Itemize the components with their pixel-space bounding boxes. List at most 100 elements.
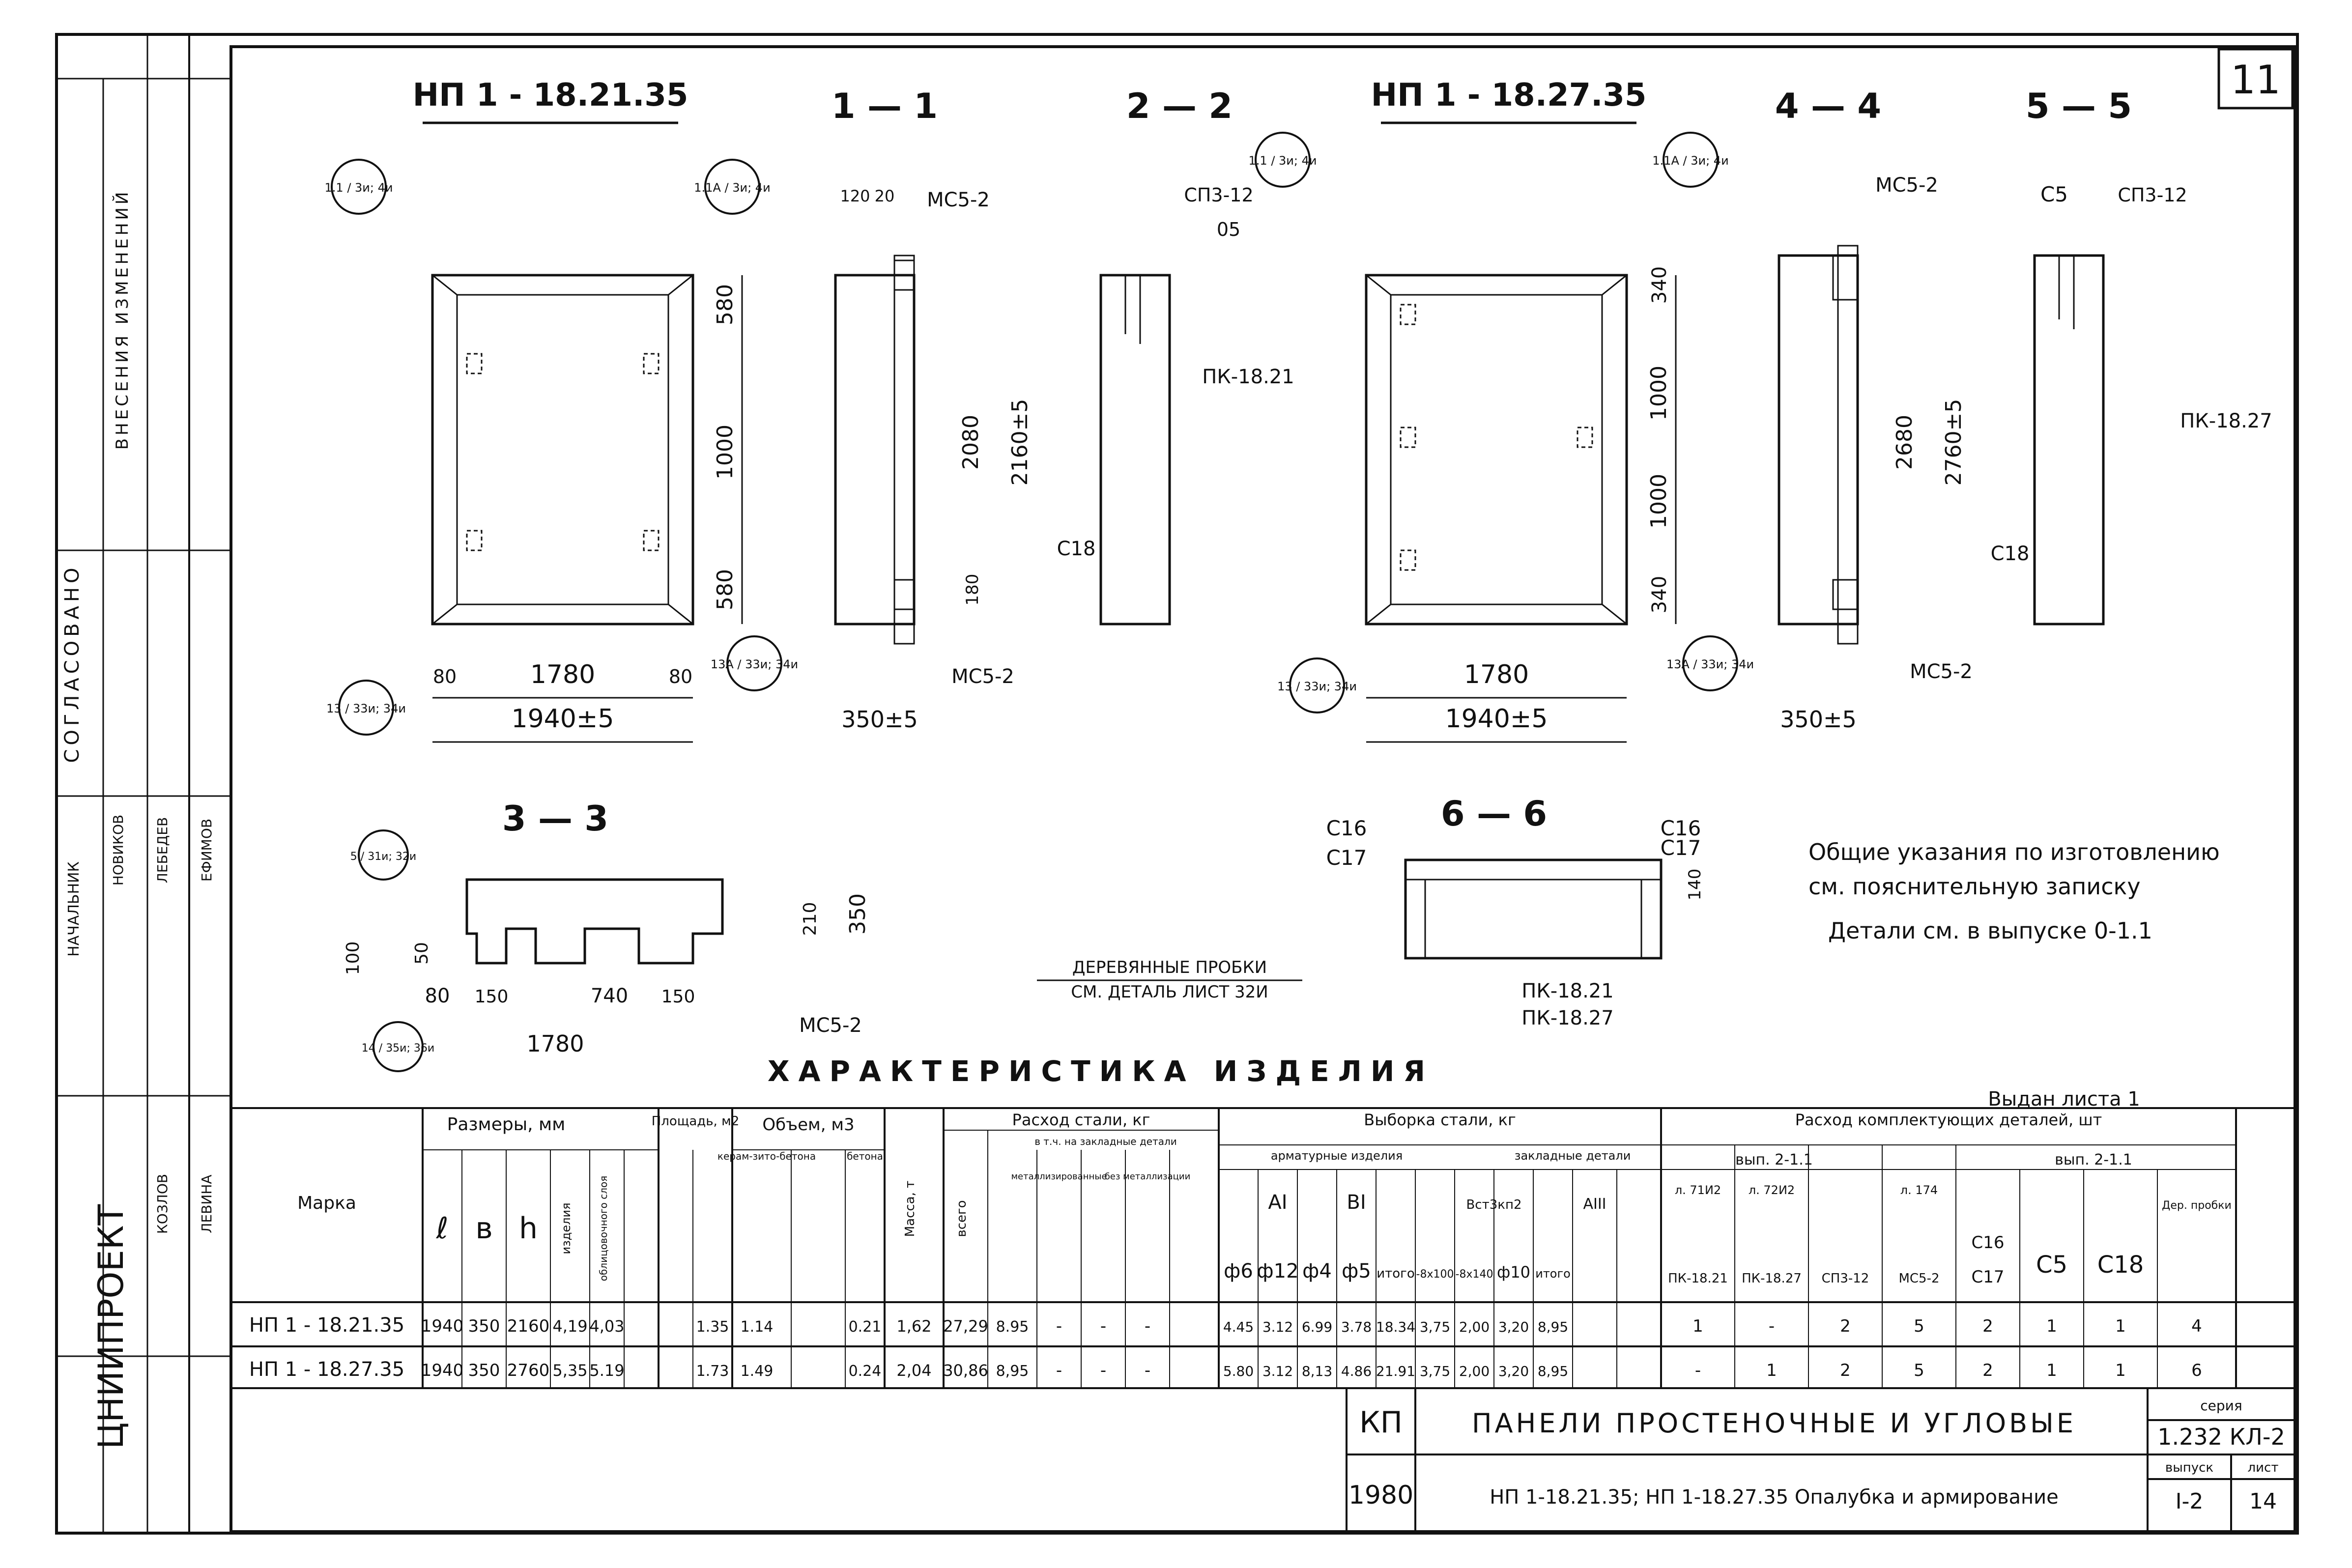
- svg-text:2,00: 2,00: [1459, 1319, 1490, 1335]
- label-pk-18-27: ПК-18.27: [2180, 410, 2272, 432]
- table-row: НП 1 - 18.21.35 1940 350 2160 4,19 4,03 …: [249, 1314, 2202, 1337]
- dim-340-b: 340: [1648, 576, 1671, 613]
- svg-text:3,20: 3,20: [1498, 1319, 1529, 1335]
- stamp-issue-label: выпуск: [2165, 1460, 2213, 1475]
- th-marka: Марка: [297, 1193, 356, 1213]
- svg-text:НП 1 - 18.27.35: НП 1 - 18.27.35: [249, 1358, 404, 1381]
- svg-text:4,19: 4,19: [552, 1317, 587, 1336]
- dim-2760: 2760±5: [1941, 399, 1966, 486]
- dim-210: 210: [800, 902, 820, 936]
- svg-text:1.73: 1.73: [696, 1363, 729, 1380]
- svg-text:5.80: 5.80: [1223, 1363, 1254, 1379]
- dim-150-a: 150: [475, 987, 509, 1007]
- svg-text:1.1А / 3и; 4и: 1.1А / 3и; 4и: [694, 181, 770, 195]
- svg-text:2160: 2160: [507, 1316, 550, 1336]
- dim-2680: 2680: [1892, 415, 1917, 470]
- callout-13a-b: 13А / 33и; 34и: [1666, 635, 1754, 691]
- callout-1-1a-b: 1.1А / 3и; 4и: [1652, 132, 1729, 188]
- th-obl: облицовочного слоя: [598, 1176, 609, 1282]
- svg-text:13А / 33и; 34и: 13А / 33и; 34и: [1666, 657, 1754, 671]
- stamp-year: 1980: [1348, 1481, 1413, 1510]
- svg-text:1940: 1940: [421, 1316, 464, 1336]
- th-steel-emb: в т.ч. на закладные детали: [1034, 1136, 1177, 1147]
- label-pk-both-2: ПК-18.27: [1521, 1007, 1613, 1029]
- svg-text:3,75: 3,75: [1420, 1319, 1450, 1335]
- stamp-title: ПАНЕЛИ ПРОСТЕНОЧНЫЕ И УГЛОВЫЕ: [1472, 1408, 2076, 1439]
- dim-1780-b: 1780: [1464, 660, 1529, 689]
- callout-1-1-b: 1.1 / 3и; 4и: [1249, 132, 1317, 188]
- svg-text:5.19: 5.19: [589, 1361, 624, 1380]
- title-block-grid: [1346, 1387, 2296, 1533]
- label-05: 05: [1217, 219, 1240, 240]
- th-pk1827: ПК-18.27: [1742, 1271, 1802, 1286]
- callout-14: 14 / 35и; 36и: [362, 1021, 434, 1072]
- table-grid: [230, 1107, 2296, 1389]
- dim-80-c: 80: [425, 985, 450, 1007]
- dim-580-a1: 580: [713, 284, 738, 325]
- th-zakl: закладные детали: [1515, 1149, 1631, 1163]
- label-c18-a: С18: [1057, 538, 1096, 560]
- side-changes: ВНЕСЕНИЯ ИЗМЕНЕНИЙ: [112, 189, 132, 450]
- dim-740: 740: [591, 985, 628, 1007]
- th-c5: С5: [2036, 1251, 2067, 1279]
- svg-text:5,35: 5,35: [552, 1361, 587, 1380]
- svg-text:-: -: [1769, 1316, 1775, 1336]
- th-vst: Вст3кп2: [1466, 1197, 1521, 1212]
- th-ref1: вып. 2-1.1: [1735, 1151, 1813, 1169]
- svg-text:3,20: 3,20: [1498, 1363, 1529, 1379]
- sheet-number-box: [2217, 48, 2294, 110]
- th-d4: ф4: [1302, 1260, 1332, 1283]
- svg-text:-: -: [1100, 1316, 1106, 1336]
- th-sizes: Размеры, мм: [447, 1114, 566, 1135]
- label-mc5-2-e: МС5-2: [799, 1014, 862, 1037]
- th-ref5: вып. 2-1.1: [2055, 1151, 2132, 1169]
- th-pk1821: ПК-18.21: [1668, 1271, 1728, 1286]
- side-org: ЦНИИПРОЕКТ: [91, 1204, 131, 1450]
- svg-text:8.95: 8.95: [996, 1318, 1029, 1336]
- table-title: ХАРАКТЕРИСТИКА ИЗДЕЛИЯ: [768, 1055, 1434, 1088]
- svg-text:8,95: 8,95: [1538, 1363, 1568, 1379]
- callout-13: 13 / 33и; 34и: [326, 680, 406, 736]
- side-name-2: ЛЕБЕДЕВ: [154, 817, 171, 883]
- note-3: Детали см. в выпуске 0-1.1: [1828, 917, 2152, 944]
- th-parts: Расход комплектующих деталей, шт: [1795, 1111, 2102, 1129]
- th-d10: ф10: [1497, 1263, 1530, 1282]
- svg-text:1940: 1940: [421, 1361, 464, 1380]
- side-name-3: ЕФИМОВ: [199, 819, 215, 882]
- callout-13-b: 13 / 33и; 34и: [1277, 657, 1357, 713]
- th-c16: С16: [1971, 1233, 2004, 1253]
- svg-text:8,13: 8,13: [1302, 1363, 1332, 1379]
- label-mc5-2-bot: МС5-2: [951, 665, 1014, 688]
- svg-text:1: 1: [1692, 1316, 1703, 1336]
- label-c17-b: С17: [1661, 836, 1701, 860]
- svg-text:13 / 33и; 34и: 13 / 33и; 34и: [1277, 680, 1357, 693]
- svg-text:1.1А / 3и; 4и: 1.1А / 3и; 4и: [1652, 154, 1728, 168]
- section-3-3: [465, 878, 724, 965]
- table-row: НП 1 - 18.27.35 1940 350 2760 5,35 5.19 …: [249, 1358, 2202, 1381]
- stamp-series: 1.232 КЛ-2: [2157, 1424, 2285, 1450]
- label-mc5-2-c: МС5-2: [1875, 174, 1938, 197]
- callout-1-1a: 1.1А / 3и; 4и: [694, 159, 771, 215]
- stamp-series-label: серия: [2200, 1397, 2242, 1414]
- th-arm: арматурные изделия: [1271, 1149, 1403, 1163]
- dim-1000-a: 1000: [713, 425, 738, 480]
- dim-80-a1: 80: [433, 666, 457, 687]
- th-steel: Расход стали, кг: [1012, 1111, 1150, 1129]
- svg-text:1.35: 1.35: [696, 1318, 729, 1336]
- th-keram: керам-зито-бетона: [717, 1150, 816, 1162]
- view-title-2-2: 2 — 2: [1126, 86, 1233, 126]
- svg-text:350: 350: [468, 1361, 500, 1380]
- label-c16-b: С16: [1661, 816, 1701, 840]
- th-ref2: л. 71И2: [1675, 1183, 1721, 1197]
- th-sample: Выборка стали, кг: [1364, 1111, 1516, 1129]
- dim-350-a: 350±5: [841, 706, 918, 733]
- svg-text:-: -: [1145, 1316, 1150, 1336]
- th-area: Площадь, м2: [652, 1114, 739, 1129]
- th-dp: Дер. пробки: [2162, 1199, 2232, 1212]
- svg-text:2: 2: [1982, 1316, 1993, 1336]
- svg-text:2: 2: [1982, 1361, 1993, 1380]
- view-title-1-1: 1 — 1: [832, 86, 938, 126]
- dim-340-a: 340: [1648, 266, 1671, 304]
- svg-text:-: -: [1100, 1361, 1106, 1380]
